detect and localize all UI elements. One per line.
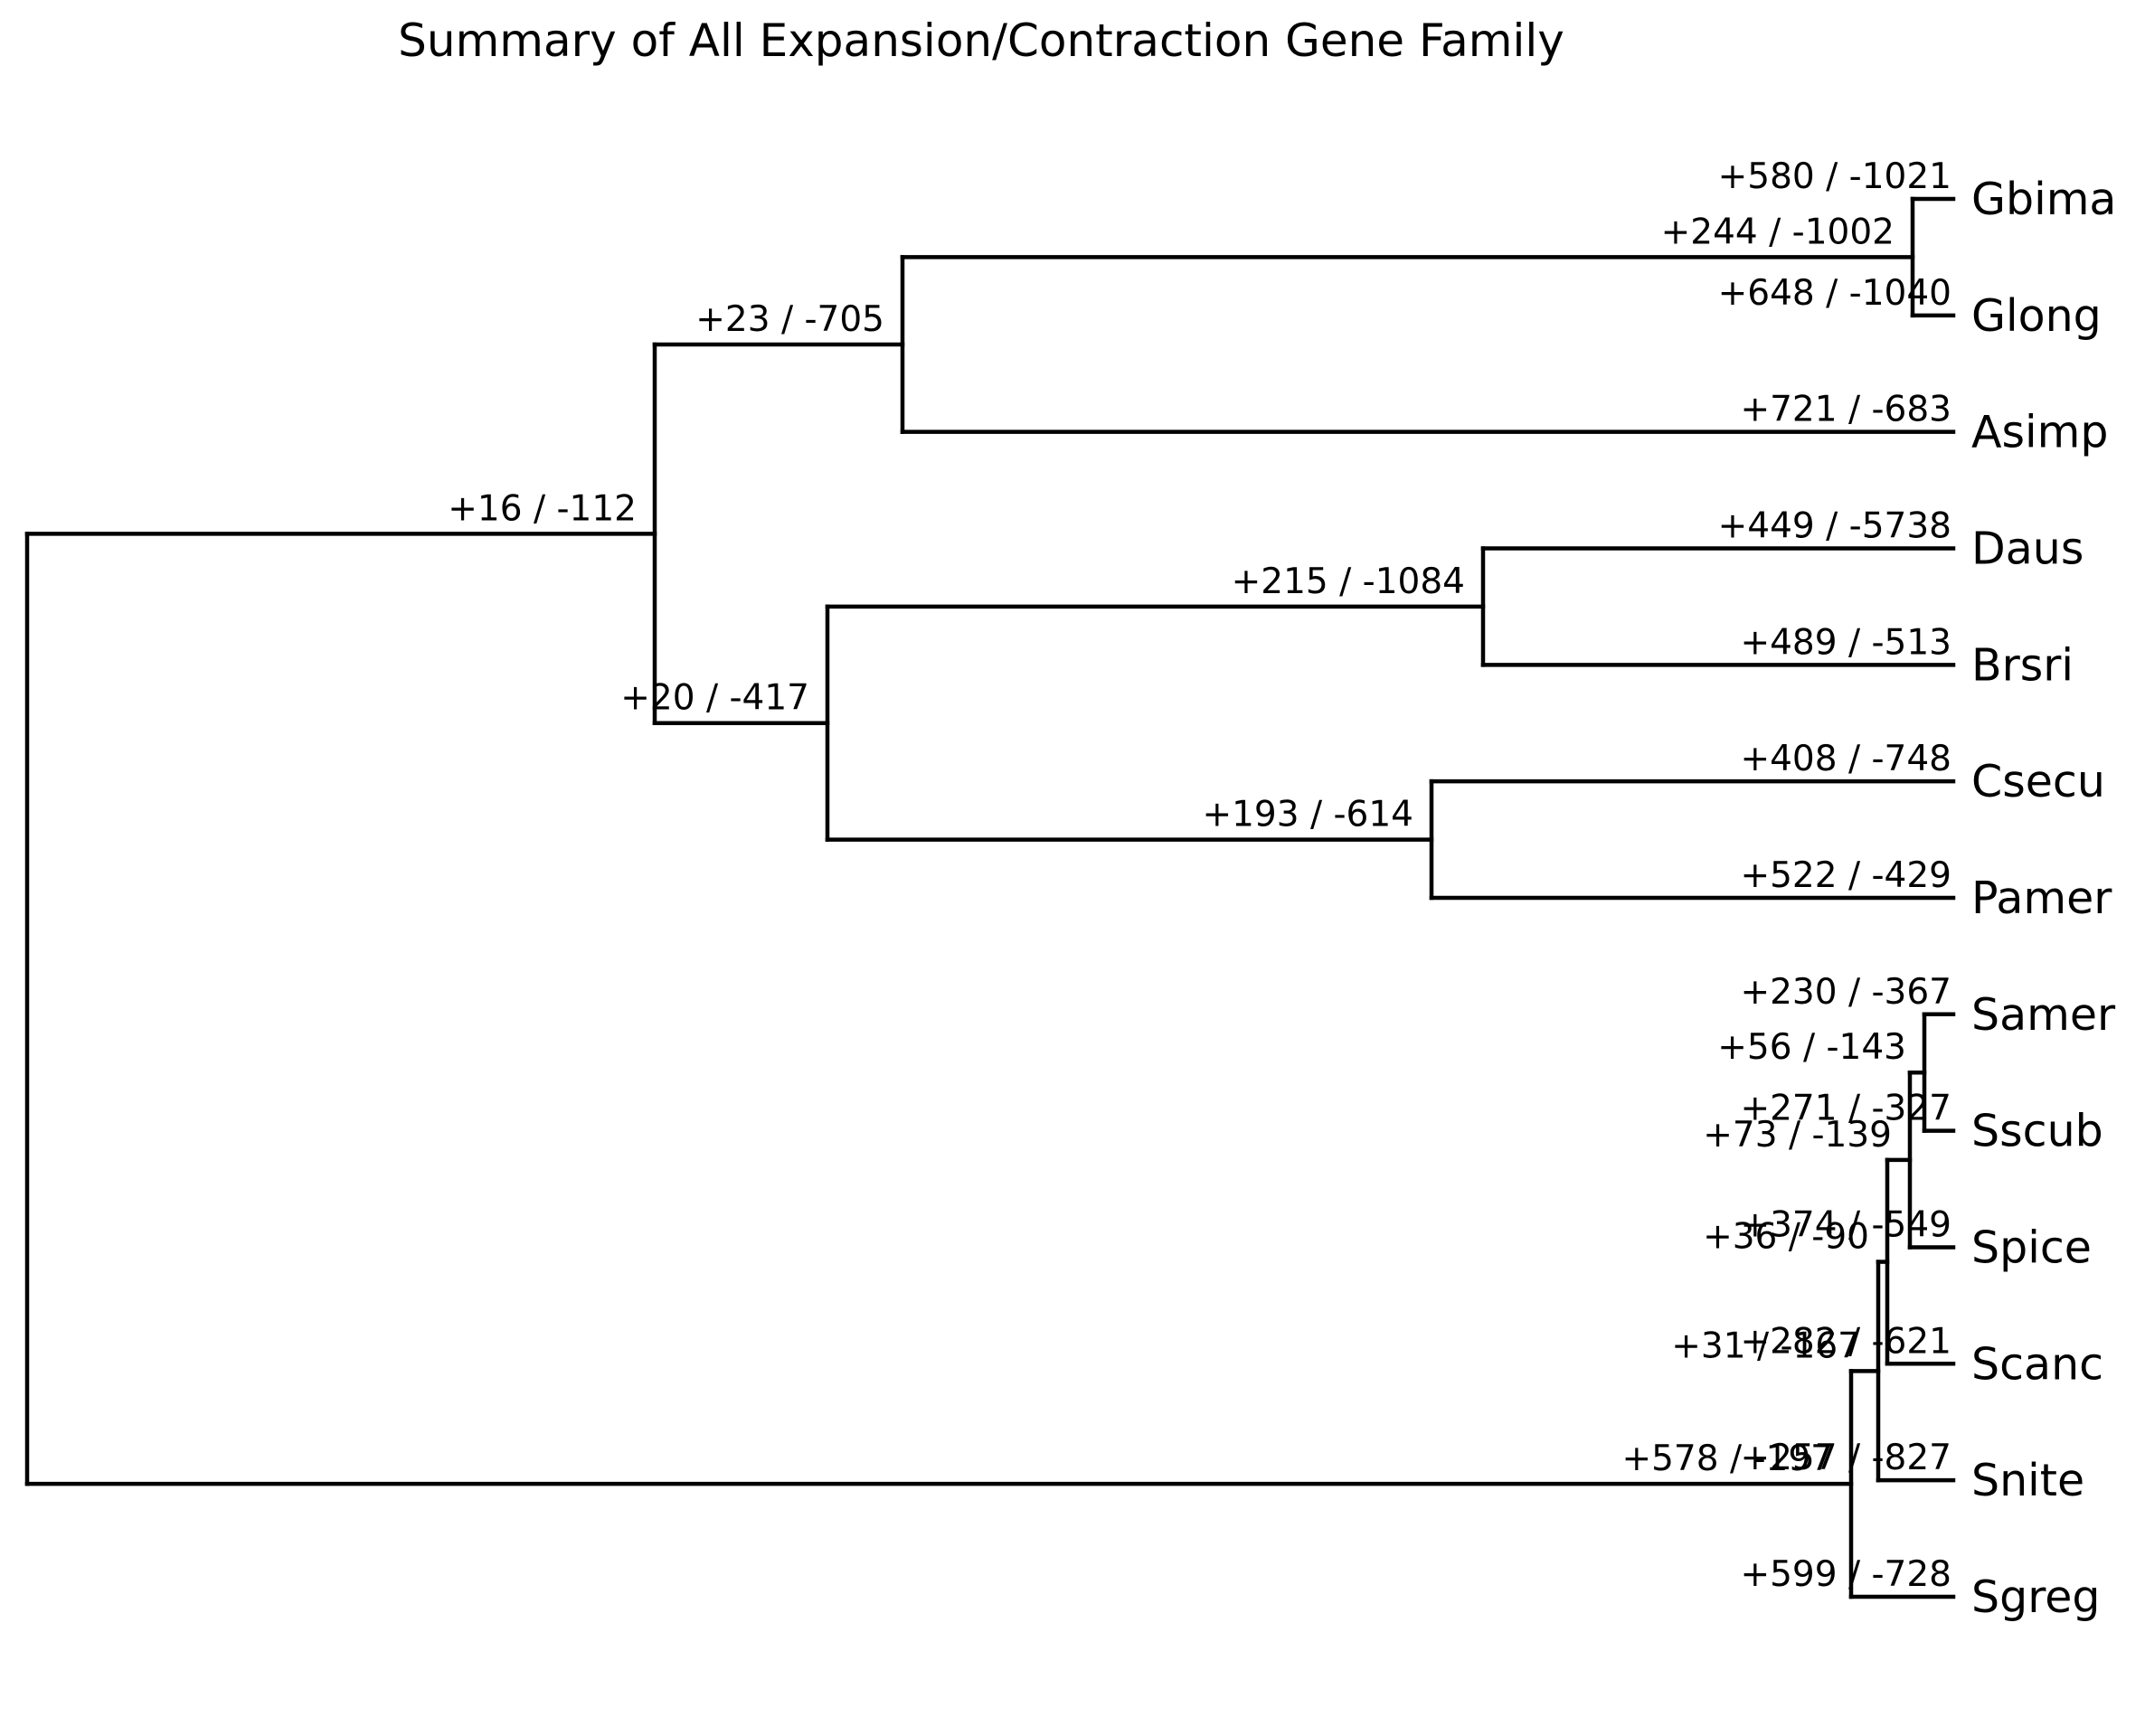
internal-branch-label: +244 / -1002 — [1661, 212, 1895, 252]
internal-branch-label: +20 / -417 — [620, 678, 809, 719]
tip-branch-label: +721 / -683 — [1740, 390, 1951, 430]
internal-branch-label: +215 / -1084 — [1232, 561, 1465, 602]
tip-branch-label: +230 / -367 — [1740, 972, 1951, 1013]
tip-branch-label: +522 / -429 — [1740, 855, 1951, 896]
tip-name-scanc: Scanc — [1971, 1338, 2103, 1390]
internal-branch-label: +23 / -705 — [695, 299, 884, 340]
page-title: Summary of All Expansion/Contraction Gen… — [398, 14, 1564, 67]
tip-name-sgreg: Sgreg — [1971, 1571, 2101, 1623]
internal-branch-label: +16 / -112 — [448, 488, 637, 529]
internal-branch-label: +578 / -197 — [1621, 1439, 1833, 1479]
tip-branch-label: +408 / -748 — [1740, 739, 1951, 779]
tip-name-sscub: Sscub — [1971, 1106, 2103, 1157]
internal-branch-label: +73 / -139 — [1703, 1115, 1892, 1156]
tip-branch-label: +489 / -513 — [1740, 622, 1951, 663]
tip-name-asimp: Asimp — [1971, 407, 2109, 458]
tip-name-samer: Samer — [1971, 989, 2116, 1041]
tip-name-glong: Glong — [1971, 290, 2102, 342]
tip-branch-label: +282 / -621 — [1740, 1321, 1951, 1362]
internal-branch-label: +36 / -90 — [1703, 1217, 1869, 1258]
tip-branch-label: +580 / -1021 — [1718, 156, 1951, 197]
internal-branch-label: +193 / -614 — [1202, 795, 1413, 835]
tip-name-daus: Daus — [1971, 523, 2084, 574]
tip-branch-label: +449 / -5738 — [1718, 505, 1951, 546]
tip-branch-label: +599 / -728 — [1740, 1554, 1951, 1595]
tip-branch-label: +257 / -827 — [1740, 1438, 1951, 1478]
tip-name-snite: Snite — [1971, 1455, 2084, 1506]
tip-name-csecu: Csecu — [1971, 756, 2105, 807]
tip-name-spice: Spice — [1971, 1222, 2092, 1273]
tip-name-gbima: Gbima — [1971, 174, 2116, 225]
tip-branch-label: +648 / -1040 — [1718, 273, 1951, 314]
tip-name-brsri: Brsri — [1971, 639, 2074, 691]
internal-branch-label: +56 / -143 — [1717, 1027, 1906, 1068]
tip-name-pamer: Pamer — [1971, 873, 2112, 924]
tip-branch-label: +271 / -327 — [1740, 1089, 1951, 1129]
internal-branch-label: +31 / -167 — [1671, 1326, 1860, 1366]
tree-layer: +16 / -112 +23 / -705 +244 / -1002 +580 / -… — [24, 156, 2116, 1623]
tip-branch-label: +374 / -549 — [1740, 1204, 1951, 1245]
